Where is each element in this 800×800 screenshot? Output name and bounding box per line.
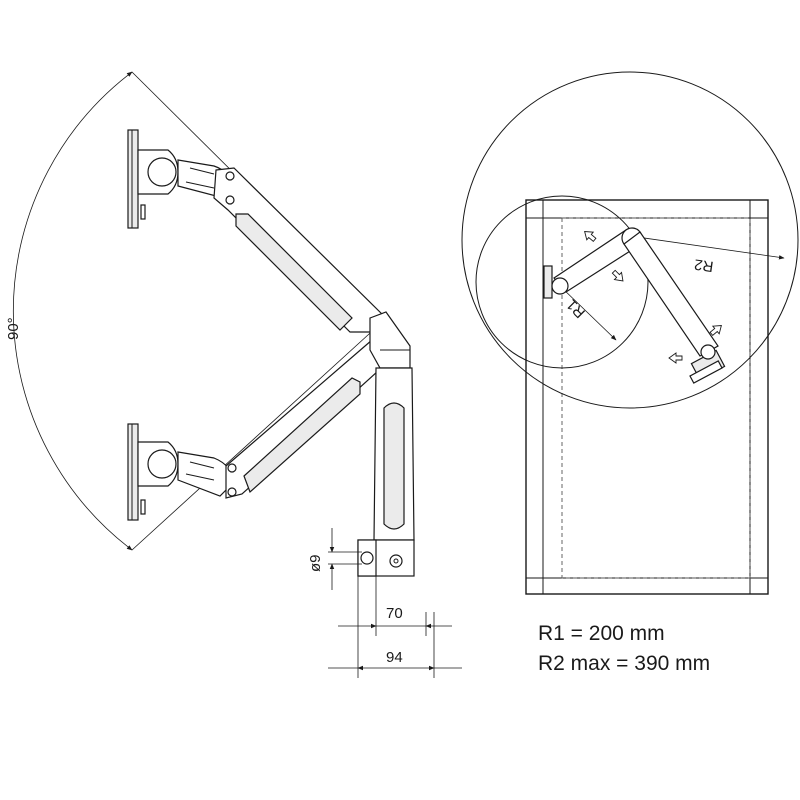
upper-arm-cover — [235, 213, 353, 331]
upper-arm-segment — [213, 167, 387, 333]
lower-monitor-plate — [127, 423, 139, 521]
r2-label: R2 — [693, 255, 714, 275]
reach-circle-r2 — [461, 71, 799, 409]
swing-arc — [13, 71, 133, 551]
dim-70-label: 70 — [386, 605, 403, 622]
r1-line — [559, 285, 617, 341]
lower-monitor-position — [127, 339, 389, 521]
desk-inner-dashed — [561, 217, 751, 579]
r2-line — [629, 235, 785, 260]
plan-clamp-base — [543, 265, 553, 299]
hole-diameter-label: ø9 — [307, 554, 324, 572]
reach-circle-r1 — [475, 195, 649, 369]
bolt-hole — [360, 551, 374, 565]
hole-dimension: ø9 — [307, 528, 362, 590]
desk-outline — [525, 199, 769, 595]
dim-94-label: 94 — [386, 649, 403, 666]
note-r1: R1 = 200 mm — [538, 622, 665, 645]
plan-arm — [543, 227, 726, 384]
top-plan-view: R2 R1 R1 = 200 mm R2 max = 390 mm — [461, 71, 799, 675]
side-elevation-view: 90° — [5, 71, 462, 678]
angle-label: 90° — [5, 317, 22, 340]
upper-monitor-plate — [127, 129, 139, 229]
pivot-head — [369, 311, 411, 369]
pole-slot — [383, 402, 405, 530]
lower-arm-cover — [243, 377, 361, 494]
arc-leader-bottom — [131, 323, 381, 551]
width-dimensions: 70 94 — [328, 576, 462, 678]
note-r2: R2 max = 390 mm — [538, 652, 710, 675]
mount-pole-assembly — [357, 311, 415, 577]
upper-monitor-position — [127, 129, 387, 333]
r1-label: R1 — [563, 296, 589, 322]
plan-second-arm — [623, 231, 719, 357]
